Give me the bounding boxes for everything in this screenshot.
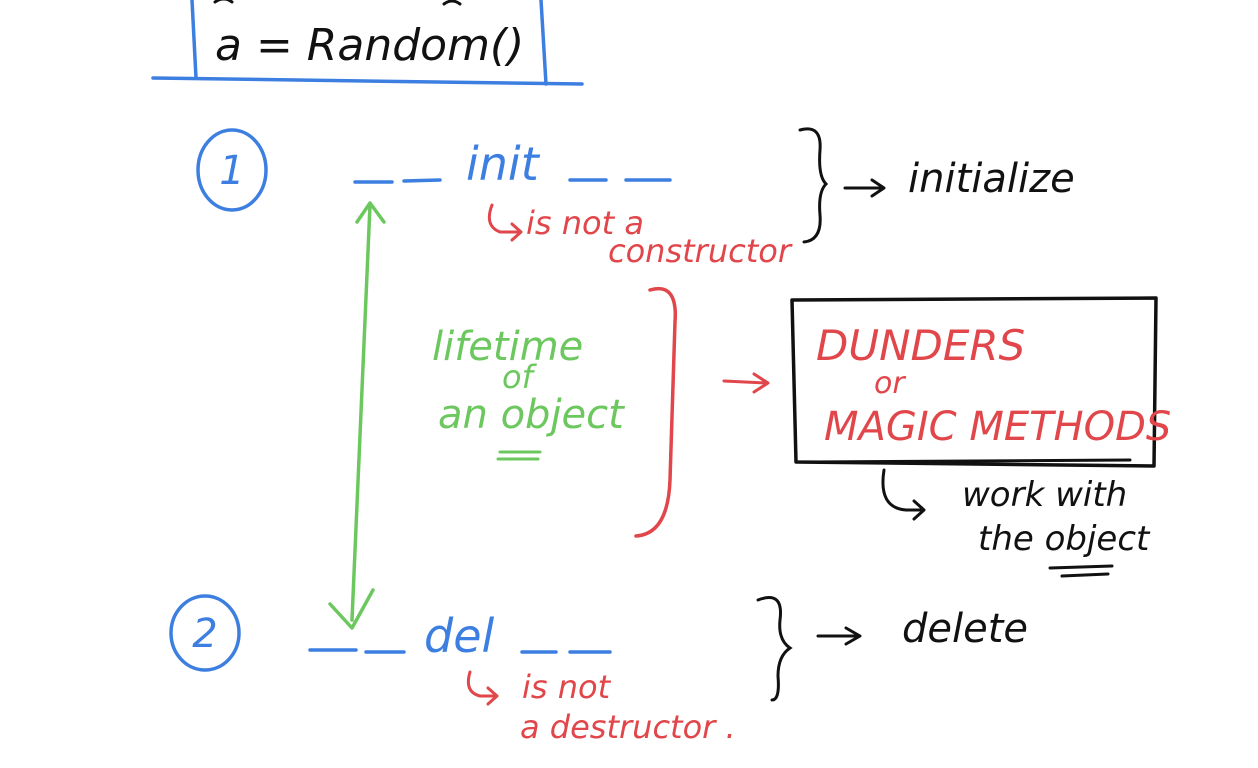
dunders-note-line1: work with bbox=[962, 475, 1127, 515]
step-1-group: 1 init is not a constructor initialize bbox=[196, 127, 1075, 270]
step-1-number: 1 bbox=[219, 148, 244, 194]
del-note-arrow bbox=[466, 670, 499, 706]
dunders-arrow bbox=[722, 372, 770, 394]
dunders-note-arrow bbox=[881, 468, 926, 521]
lifetime-line1: lifetime bbox=[432, 324, 583, 370]
step-2-number: 2 bbox=[192, 611, 217, 657]
init-note-line2: constructor bbox=[608, 232, 793, 270]
dunders-line3: MAGIC METHODS bbox=[824, 404, 1171, 450]
code-box: a = Random() bbox=[151, 0, 584, 86]
del-leading-underscores bbox=[308, 648, 406, 654]
step-2-circle bbox=[169, 594, 241, 672]
dunders-line2: or bbox=[874, 366, 906, 401]
del-result-arrow bbox=[816, 626, 862, 646]
code-box-text: a = Random() bbox=[215, 20, 524, 71]
init-result-arrow bbox=[843, 178, 886, 198]
lifetime-label: lifetime of an object bbox=[432, 324, 625, 461]
init-note-line1: is not a bbox=[526, 204, 644, 242]
del-note-line1: is not bbox=[522, 668, 612, 706]
init-method-name: init bbox=[466, 137, 541, 191]
init-note-arrow bbox=[487, 203, 523, 242]
del-result-text: delete bbox=[902, 606, 1028, 652]
lifetime-line2: of bbox=[502, 358, 538, 396]
dunders-note-line2: the object bbox=[978, 519, 1151, 559]
init-brace bbox=[798, 127, 829, 244]
dunders-box: DUNDERS or MAGIC METHODS bbox=[790, 296, 1171, 468]
init-result-text: initialize bbox=[908, 156, 1075, 202]
del-note-line2: a destructor . bbox=[520, 708, 736, 746]
lifetime-bracket bbox=[634, 287, 678, 538]
init-leading-underscores bbox=[353, 178, 442, 184]
del-brace bbox=[756, 596, 793, 702]
del-method-name: del bbox=[424, 609, 495, 663]
dunders-note-underline bbox=[1048, 564, 1114, 578]
lifetime-line3: an object bbox=[438, 392, 625, 438]
lifetime-arrow bbox=[328, 201, 386, 630]
step-2-group: 2 del is not a destructor . delete bbox=[169, 594, 1028, 746]
lifetime-underline bbox=[496, 450, 542, 461]
step-1-circle bbox=[196, 128, 268, 212]
dunders-line1: DUNDERS bbox=[816, 321, 1025, 370]
dunders-note: work with the object bbox=[881, 468, 1151, 578]
